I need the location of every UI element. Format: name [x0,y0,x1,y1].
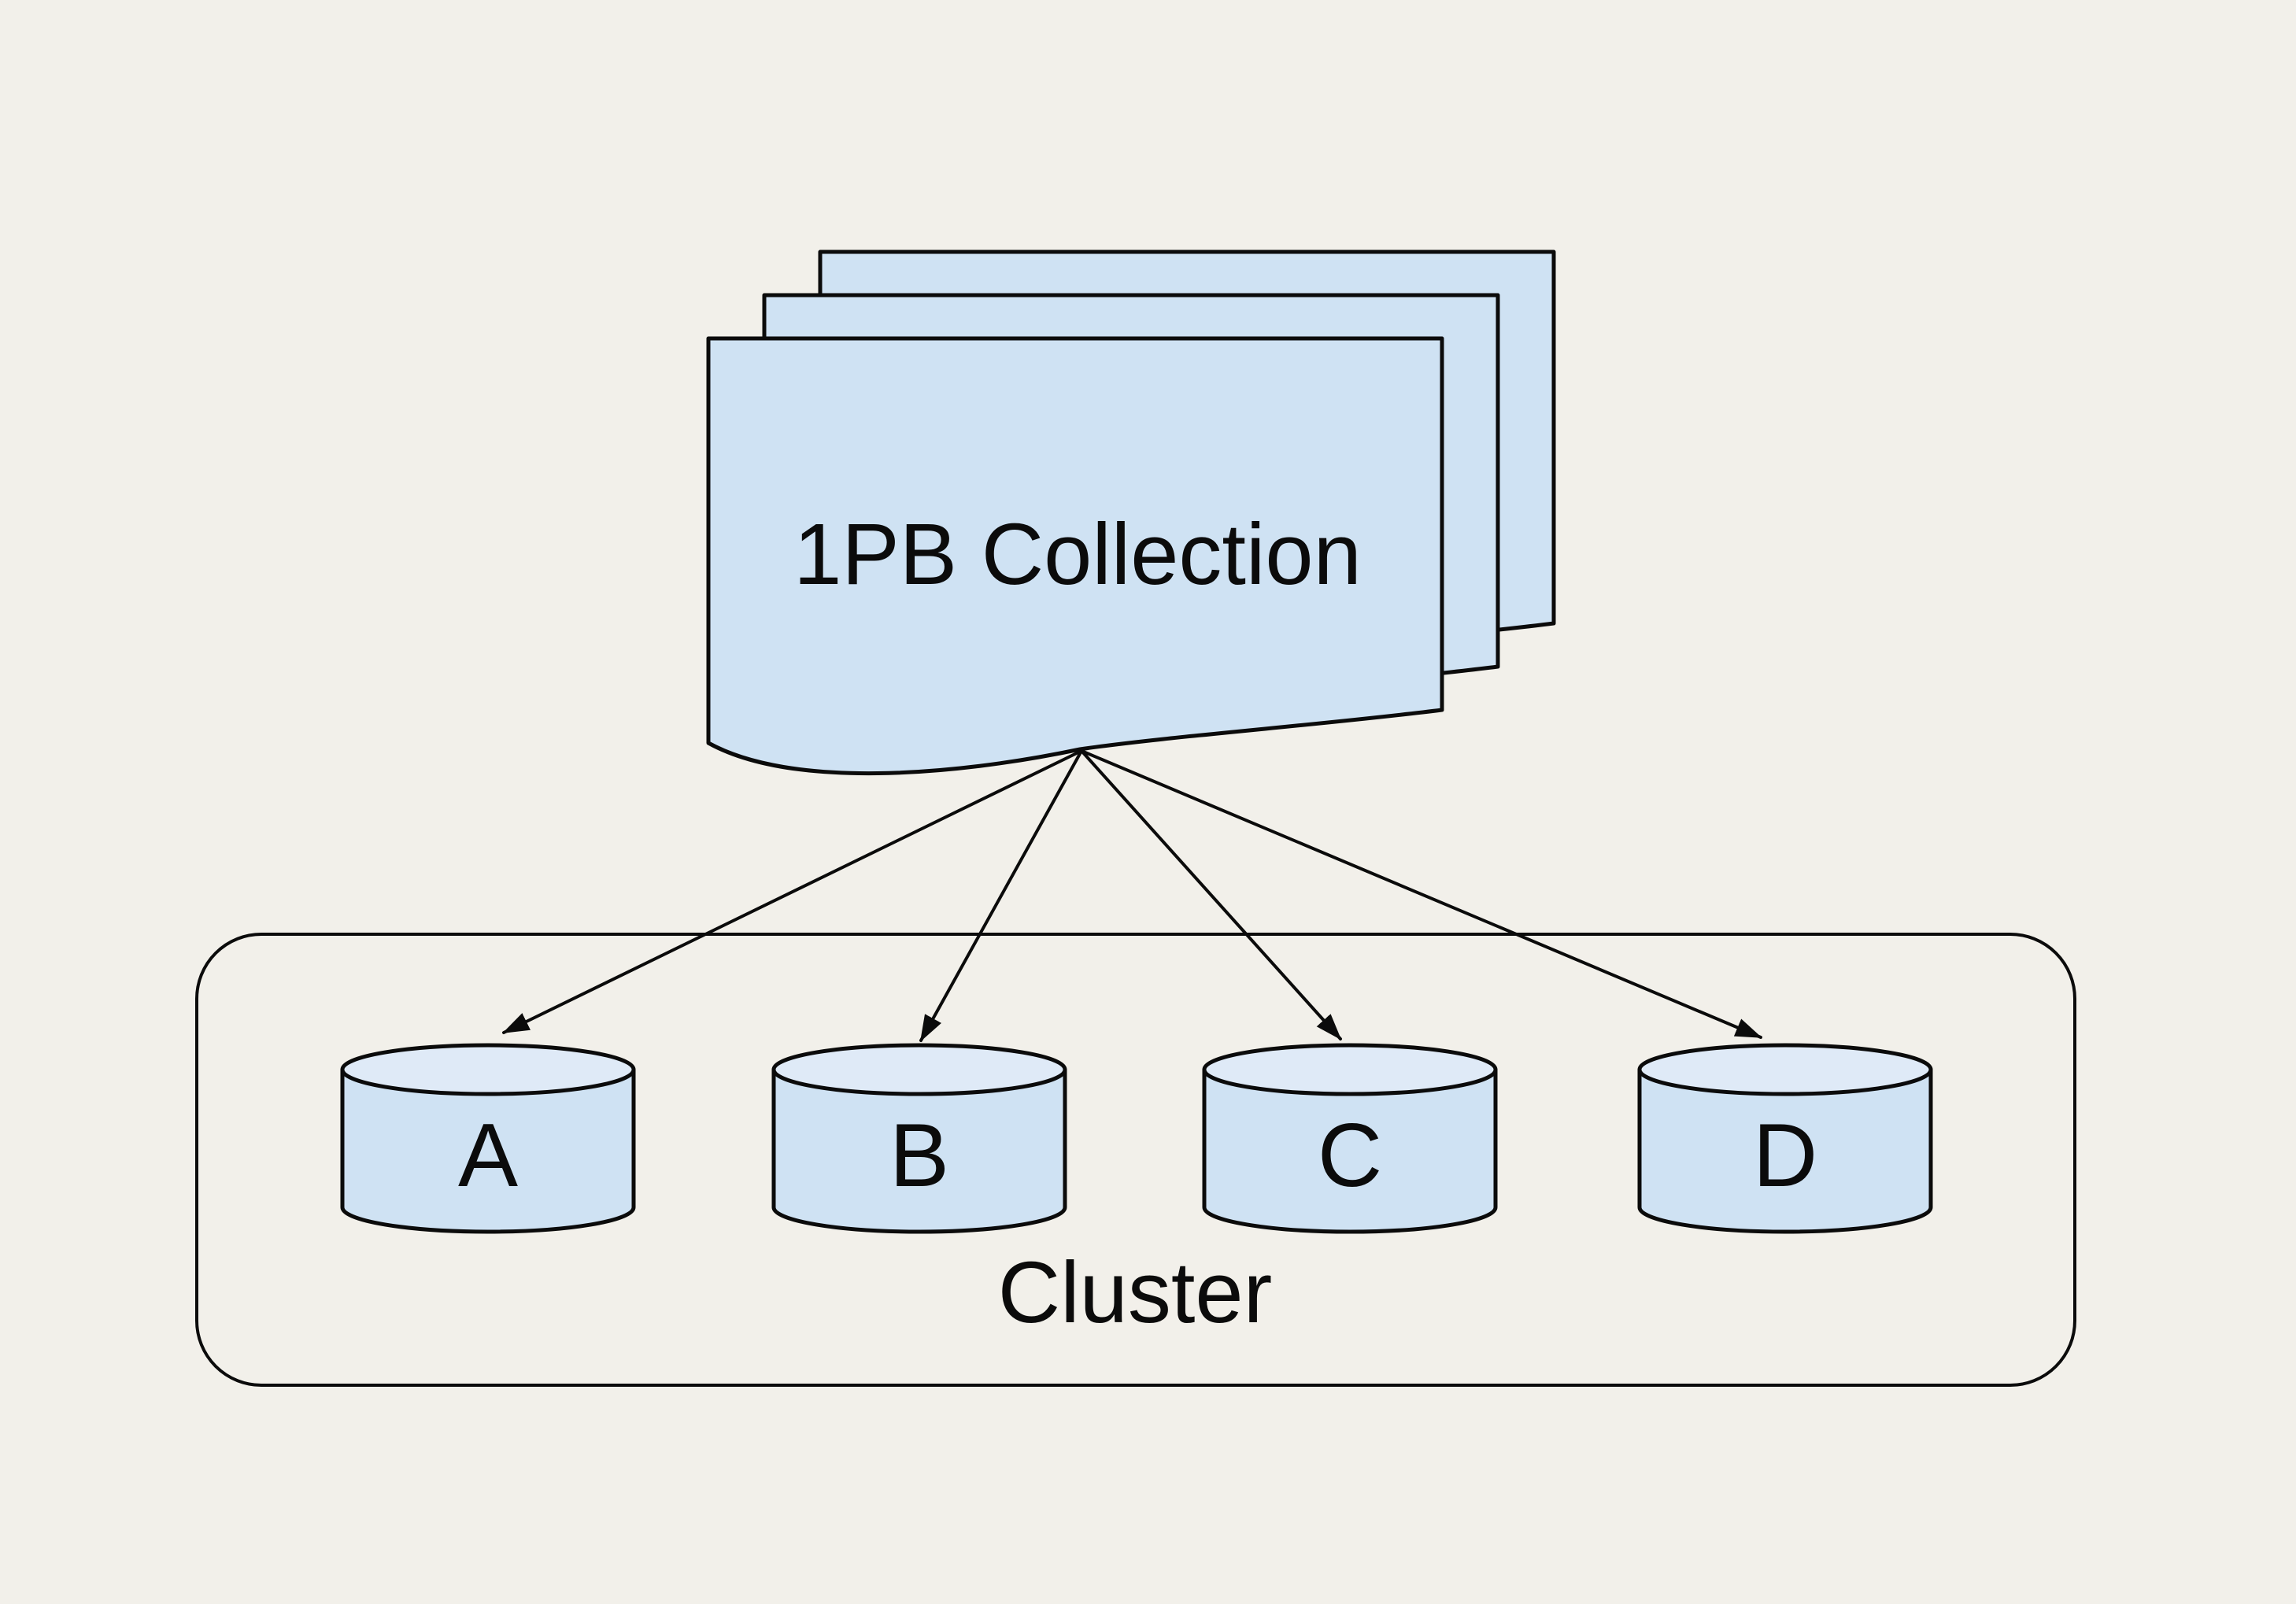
cluster-label: Cluster [998,1244,1272,1341]
database-cylinder-b [771,1043,1067,1234]
arrow-to-b [919,749,1083,1042]
cylinder-body [1202,1067,1498,1234]
diagram-root [195,249,2076,1387]
cylinder-body [771,1067,1067,1234]
document-stack-label: 1PB Collection [793,506,1362,603]
cylinder-top-ellipse [771,1043,1067,1096]
labels: 1PB Collection A B C D Cluster [458,506,1817,1341]
arrow-to-a [502,749,1083,1034]
database-label-b: B [889,1106,949,1206]
database-label-d: D [1753,1106,1817,1206]
database-label-c: C [1318,1106,1382,1206]
cylinder-top-ellipse [340,1043,636,1096]
cylinder-body [340,1067,636,1234]
cylinder-top-ellipse [1202,1043,1498,1096]
document-stack [706,249,1556,776]
cluster-container [195,933,2076,1387]
database-cylinders [340,1043,1933,1234]
database-cylinder-c [1202,1043,1498,1234]
database-cylinder-a [340,1043,636,1234]
cylinder-body [1637,1067,1933,1234]
arrow-to-c [1080,749,1342,1040]
database-cylinder-d [1637,1043,1933,1234]
cylinder-top-ellipse [1637,1043,1933,1096]
arrow-to-d [1080,749,1762,1039]
document-page-front [706,336,1444,776]
database-label-a: A [458,1106,518,1206]
edges [502,749,1762,1042]
